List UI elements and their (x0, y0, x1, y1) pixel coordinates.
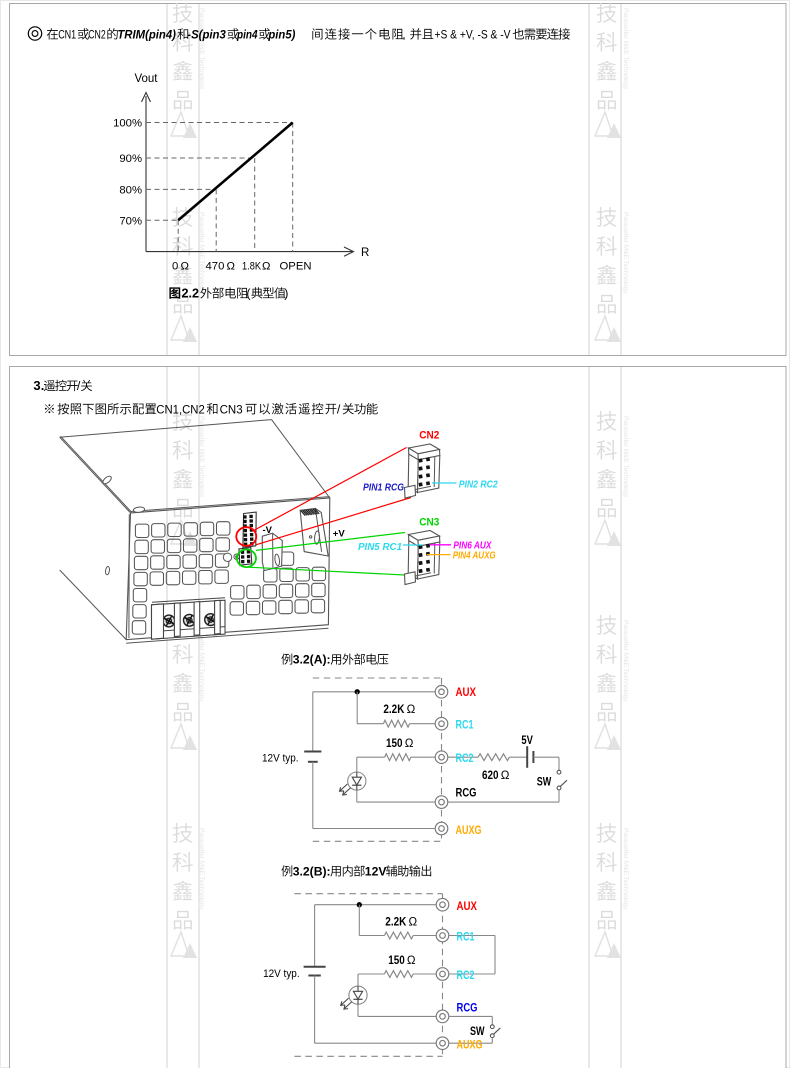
svg-text:PIN5 RC1: PIN5 RC1 (358, 541, 402, 553)
svg-text:TRIM(pin4): TRIM(pin4) (117, 28, 175, 42)
svg-text:RCG: RCG (456, 785, 477, 799)
svg-text:.: . (41, 378, 45, 393)
svg-text:0: 0 (172, 261, 178, 273)
svg-text:Pacesetter M&E Technology: Pacesetter M&E Technology (622, 416, 629, 498)
svg-text:620: 620 (482, 769, 499, 782)
svg-text:1.8K: 1.8K (242, 261, 261, 273)
svg-text:2.2K: 2.2K (383, 703, 405, 716)
svg-text:RC1: RC1 (457, 929, 475, 943)
svg-text:12V typ.: 12V typ. (263, 968, 300, 980)
svg-text:RC1: RC1 (456, 718, 474, 732)
svg-text:pin5): pin5) (267, 28, 295, 42)
svg-text:RC2: RC2 (456, 751, 474, 765)
svg-text:150: 150 (386, 737, 403, 750)
svg-text:Ω: Ω (405, 737, 414, 750)
svg-text:Ω: Ω (181, 261, 189, 273)
svg-text:90%: 90% (119, 153, 142, 165)
svg-text:-S(pin3: -S(pin3 (187, 28, 226, 42)
svg-text:80%: 80% (119, 185, 142, 197)
svg-text:Pacesetter M&E Technology: Pacesetter M&E Technology (622, 212, 629, 294)
svg-text:70%: 70% (119, 215, 142, 227)
svg-text:): ) (284, 287, 288, 301)
svg-text:Ω: Ω (227, 261, 235, 273)
svg-text:AUX: AUX (457, 899, 478, 913)
svg-text:Pacesetter M&E Technology: Pacesetter M&E Technology (198, 212, 205, 294)
svg-text:5V: 5V (521, 734, 533, 747)
svg-text:12V typ.: 12V typ. (262, 753, 299, 765)
svg-text:Pacesetter M&E Technology: Pacesetter M&E Technology (198, 416, 205, 498)
svg-text:PIN2 RC2: PIN2 RC2 (459, 478, 498, 490)
svg-text:SW: SW (537, 776, 552, 789)
svg-text:Ω: Ω (407, 703, 416, 716)
svg-text:Pacesetter M&E Technology: Pacesetter M&E Technology (198, 8, 205, 90)
svg-text:AUX: AUX (456, 685, 477, 699)
svg-text:3: 3 (33, 378, 40, 393)
svg-text:Ω: Ω (501, 769, 510, 782)
svg-text:Pacesetter M&E Technology: Pacesetter M&E Technology (622, 620, 629, 702)
svg-text:AUXG: AUXG (456, 823, 482, 837)
svg-text:OPEN: OPEN (280, 261, 312, 273)
svg-text:PIN4 AUXG: PIN4 AUXG (453, 549, 496, 561)
svg-text:100%: 100% (113, 118, 142, 130)
svg-text:470: 470 (206, 261, 225, 273)
svg-text:pin4: pin4 (236, 28, 257, 42)
svg-text:Pacesetter M&E Technology: Pacesetter M&E Technology (622, 8, 629, 90)
svg-text:SW: SW (470, 1025, 485, 1038)
svg-text:CN2: CN2 (88, 28, 106, 42)
svg-text:CN1: CN1 (58, 28, 76, 42)
svg-text:CN3: CN3 (220, 402, 243, 416)
svg-text:3.2(A):: 3.2(A): (293, 653, 331, 667)
svg-text:Vout: Vout (134, 73, 158, 85)
svg-text:CN2: CN2 (419, 430, 439, 442)
svg-text:Ω: Ω (262, 261, 270, 273)
svg-text:,: , (402, 28, 405, 42)
svg-text:PIN1 RCG: PIN1 RCG (363, 482, 404, 494)
svg-text:+S & +V, -S & -V: +S & +V, -S & -V (435, 28, 512, 42)
svg-text:RC2: RC2 (457, 968, 475, 982)
svg-text:-V: -V (263, 525, 273, 536)
svg-text:Ω: Ω (409, 916, 418, 929)
svg-text:AUXG: AUXG (457, 1038, 483, 1052)
svg-text:2.2K: 2.2K (385, 916, 407, 929)
svg-text:+V: +V (333, 529, 346, 540)
svg-text:CN3: CN3 (419, 516, 439, 528)
svg-text:2.2: 2.2 (182, 287, 200, 301)
svg-text:Pacesetter M&E Technology: Pacesetter M&E Technology (198, 828, 205, 910)
svg-text:/: / (337, 402, 341, 416)
svg-text:RCG: RCG (457, 1001, 478, 1015)
svg-text:Pacesetter M&E Technology: Pacesetter M&E Technology (622, 828, 629, 910)
svg-text:3.2(B):: 3.2(B): (293, 865, 331, 879)
svg-text:CN1,CN2: CN1,CN2 (156, 402, 205, 416)
svg-text:Ω: Ω (407, 954, 416, 967)
svg-text:12V: 12V (365, 865, 388, 879)
svg-text:R: R (361, 247, 369, 259)
svg-text:/: / (77, 379, 81, 393)
svg-text:150: 150 (388, 954, 405, 967)
